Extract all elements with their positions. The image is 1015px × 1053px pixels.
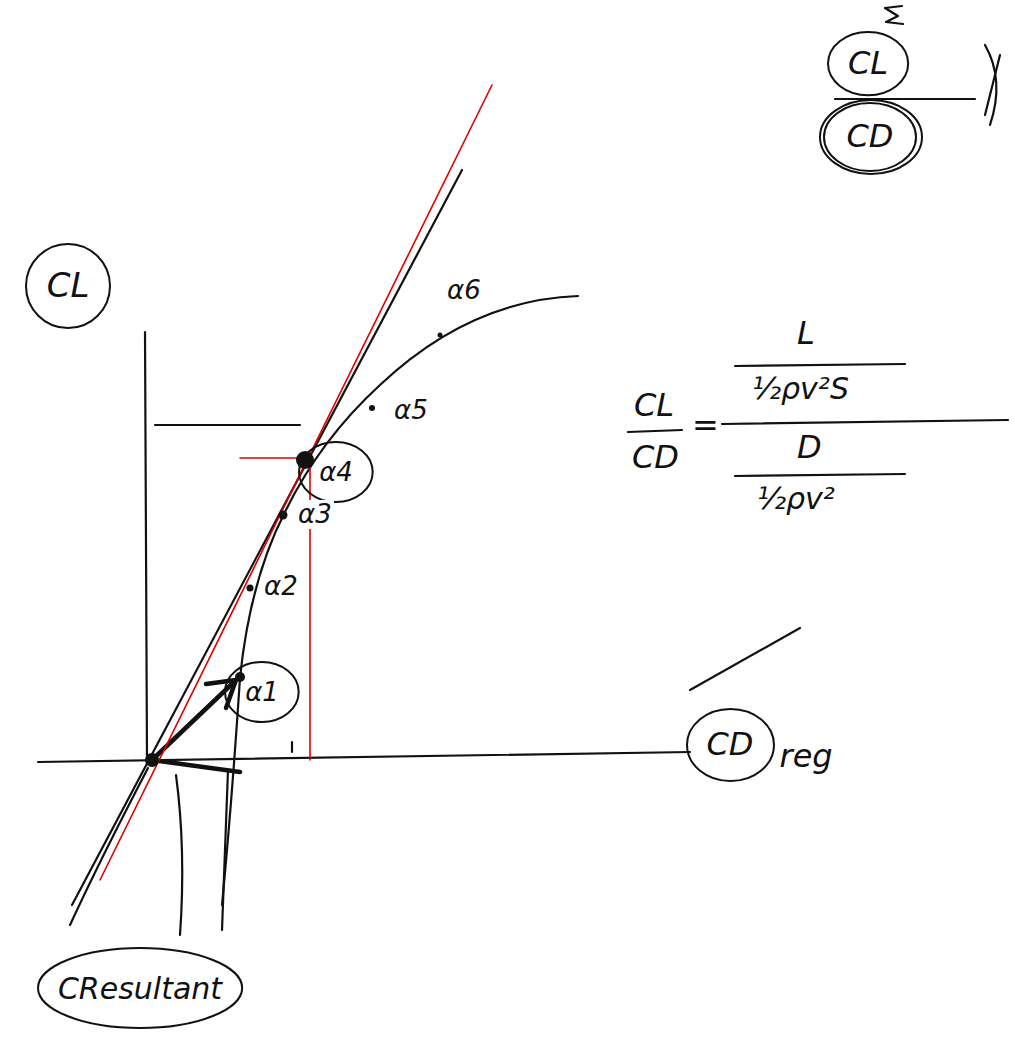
circled-term: CL [24,242,112,330]
angle-label: α2 [262,572,300,601]
term-text: CL [47,267,90,304]
alpha-point [296,451,314,469]
hand-circle [225,662,299,722]
circled-term: CD reg [685,707,835,783]
cl-axis [145,332,147,760]
alpha-point [369,405,375,411]
alpha-point [438,333,443,338]
circled-term: CResultant [36,946,244,1030]
hand-circle [299,442,373,502]
term-text: CD [847,119,894,154]
thick-stroke [152,760,240,772]
term-text: α4 [319,458,353,487]
formula-term: CD [630,440,681,475]
hand-circle [38,948,242,1028]
tick [291,742,293,752]
fraction-line [735,364,905,366]
formula-term: ½ρv²S [750,372,851,405]
alpha-point [279,511,288,520]
formula-term: D [795,430,824,465]
hand-circle [820,100,922,174]
leader-line [222,770,228,930]
fraction-line [628,430,682,432]
leader-line [70,768,148,925]
fraction-line [722,420,1008,424]
circled-term: CL [826,30,910,97]
hand-circle [26,244,110,328]
cd-axis [38,752,690,762]
strike-line [690,628,800,690]
circled-term: α4 [297,440,375,504]
term-text: CL [848,46,888,81]
formula-term: = [690,408,721,443]
formula-term: L [795,316,817,351]
circled-term: CD [822,101,918,173]
circled-term: α1 [223,660,301,724]
angle-label: α3 [296,500,334,529]
leader-line [176,775,182,935]
angle-label: α5 [392,396,430,425]
alpha-point [247,585,254,592]
scribble [985,45,996,125]
term-text: α1 [245,678,279,707]
term-text: CResultant [58,972,222,1005]
projection-line [155,424,300,426]
formula-term: ½ρv² [755,482,837,515]
alpha-point [235,672,245,682]
hand-circle [687,709,774,781]
fraction-line [735,474,905,476]
arrow-head [206,680,236,708]
hand-circle [828,32,908,95]
term-suffix: reg [779,739,832,774]
scribble [985,55,1000,115]
tangent-line [72,170,462,905]
scribble [885,6,903,24]
red-projection [240,457,305,459]
red-tangent [100,85,492,880]
angle-label: α6 [445,276,483,305]
hand-circle [824,103,916,171]
fraction-line [835,98,975,100]
formula-term: CL [632,388,676,423]
term-text: CD [707,727,754,762]
polar-curve [222,296,578,905]
origin-point [145,753,159,767]
